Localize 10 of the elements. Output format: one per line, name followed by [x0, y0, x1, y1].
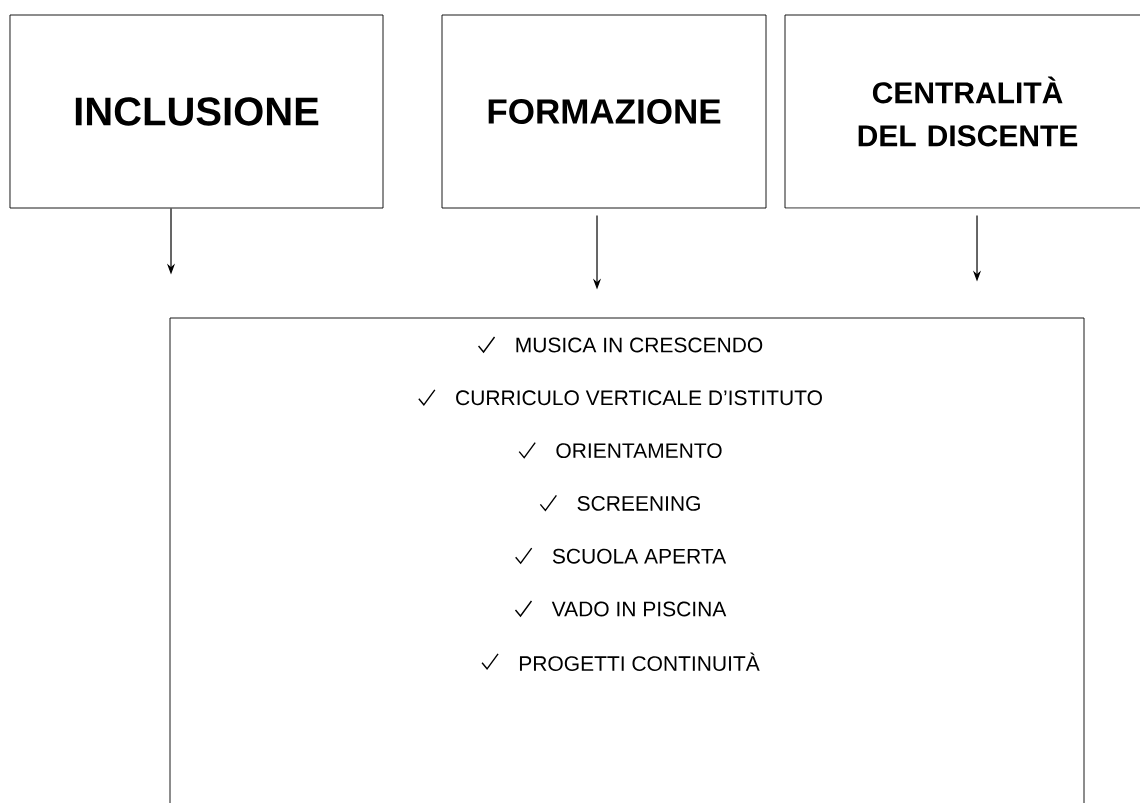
- list-item: SCREENING: [577, 495, 700, 511]
- title-box: INCLUSIONE: [9, 14, 384, 209]
- list-item: CURRICULO VERTICALE D’ISTITUTO: [456, 390, 822, 406]
- title-box: CENTRALITÀ DEL DISCENTE: [784, 14, 1140, 209]
- list-item: MUSICA IN CRESCENDO: [516, 337, 763, 353]
- list-item: VADO IN PISCINA: [551, 601, 727, 617]
- list-item: SCUOLA APERTA: [552, 548, 727, 564]
- list-item: PROGETTI CONTINUITÀ: [520, 652, 760, 671]
- list-item: ORIENTAMENTO: [556, 443, 722, 459]
- title-box: FORMAZIONE: [441, 14, 767, 209]
